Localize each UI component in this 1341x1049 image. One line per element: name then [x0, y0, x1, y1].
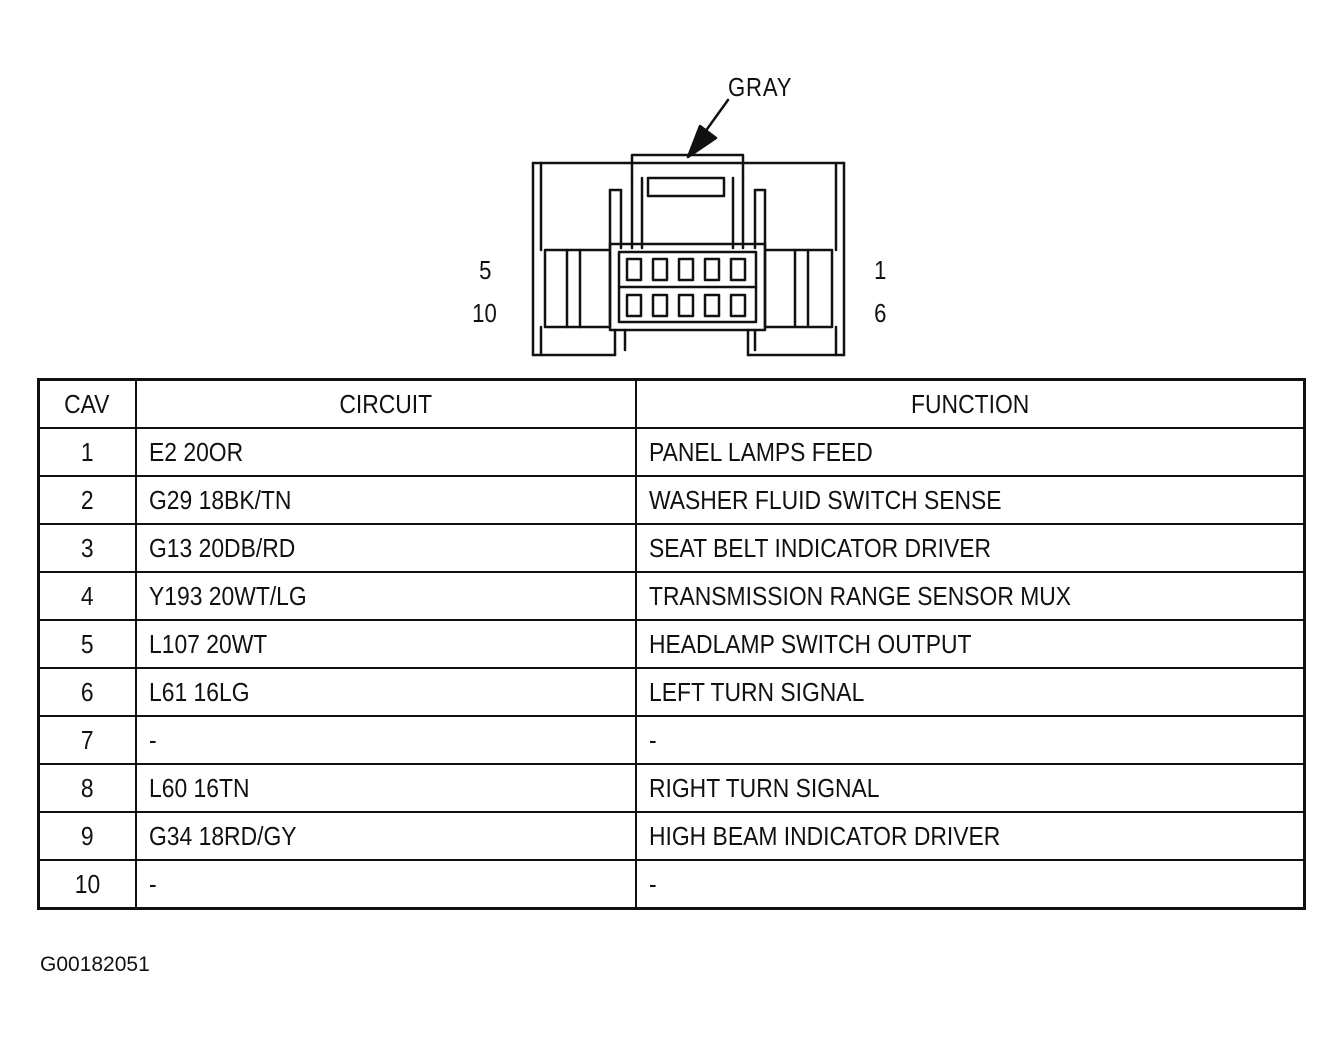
circuit-cell: L107 20WT [134, 619, 637, 669]
circuit-cell: L60 16TN [134, 763, 637, 813]
function-cell: WASHER FLUID SWITCH SENSE [634, 475, 1306, 525]
color-pointer-arrow [686, 98, 730, 159]
header-circuit: CIRCUIT [134, 378, 637, 429]
circuit-cell: L61 16LG [134, 667, 637, 717]
circuit-cell: - [134, 859, 637, 910]
pin-label-top-right: 1 [874, 255, 887, 285]
pin-label-bottom-right: 6 [874, 298, 887, 328]
table-row: 10 - - [37, 859, 1306, 910]
connector-housing [531, 153, 846, 357]
function-cell: PANEL LAMPS FEED [634, 427, 1306, 477]
circuit-cell: E2 20OR [134, 427, 637, 477]
cav-cell: 8 [37, 763, 137, 813]
function-cell: RIGHT TURN SIGNAL [634, 763, 1306, 813]
table-row: 1 E2 20OR PANEL LAMPS FEED [37, 427, 1306, 477]
table-header-row: CAV CIRCUIT FUNCTION [37, 378, 1306, 429]
connector-color-label: GRAY [728, 72, 793, 102]
circuit-cell: G13 20DB/RD [134, 523, 637, 573]
table-row: 4 Y193 20WT/LG TRANSMISSION RANGE SENSOR… [37, 571, 1306, 621]
function-cell: TRANSMISSION RANGE SENSOR MUX [634, 571, 1306, 621]
cav-cell: 1 [37, 427, 137, 477]
function-cell: - [634, 715, 1306, 765]
table-row: 2 G29 18BK/TN WASHER FLUID SWITCH SENSE [37, 475, 1306, 525]
cav-cell: 5 [37, 619, 137, 669]
header-cav: CAV [37, 378, 137, 429]
table-row: 8 L60 16TN RIGHT TURN SIGNAL [37, 763, 1306, 813]
cav-cell: 3 [37, 523, 137, 573]
function-cell: HIGH BEAM INDICATOR DRIVER [634, 811, 1306, 861]
cav-cell: 10 [37, 859, 137, 910]
cav-cell: 7 [37, 715, 137, 765]
header-function: FUNCTION [634, 378, 1306, 429]
table-row: 5 L107 20WT HEADLAMP SWITCH OUTPUT [37, 619, 1306, 669]
pin-cavities [625, 257, 747, 318]
pinout-table: CAV CIRCUIT FUNCTION 1 E2 20OR PANEL LAM… [37, 378, 1306, 910]
pin-label-bottom-left: 10 [472, 298, 497, 328]
function-cell: LEFT TURN SIGNAL [634, 667, 1306, 717]
cav-cell: 9 [37, 811, 137, 861]
function-cell: SEAT BELT INDICATOR DRIVER [634, 523, 1306, 573]
circuit-cell: G34 18RD/GY [134, 811, 637, 861]
table-row: 7 - - [37, 715, 1306, 765]
connector-diagram [531, 98, 846, 357]
pin-label-top-left: 5 [479, 255, 492, 285]
function-cell: - [634, 859, 1306, 910]
cav-cell: 4 [37, 571, 137, 621]
circuit-cell: - [134, 715, 637, 765]
circuit-cell: G29 18BK/TN [134, 475, 637, 525]
cav-cell: 6 [37, 667, 137, 717]
table-row: 9 G34 18RD/GY HIGH BEAM INDICATOR DRIVER [37, 811, 1306, 861]
circuit-cell: Y193 20WT/LG [134, 571, 637, 621]
cav-cell: 2 [37, 475, 137, 525]
table-row: 3 G13 20DB/RD SEAT BELT INDICATOR DRIVER [37, 523, 1306, 573]
table-row: 6 L61 16LG LEFT TURN SIGNAL [37, 667, 1306, 717]
figure-id-label: G00182051 [40, 953, 150, 976]
function-cell: HEADLAMP SWITCH OUTPUT [634, 619, 1306, 669]
